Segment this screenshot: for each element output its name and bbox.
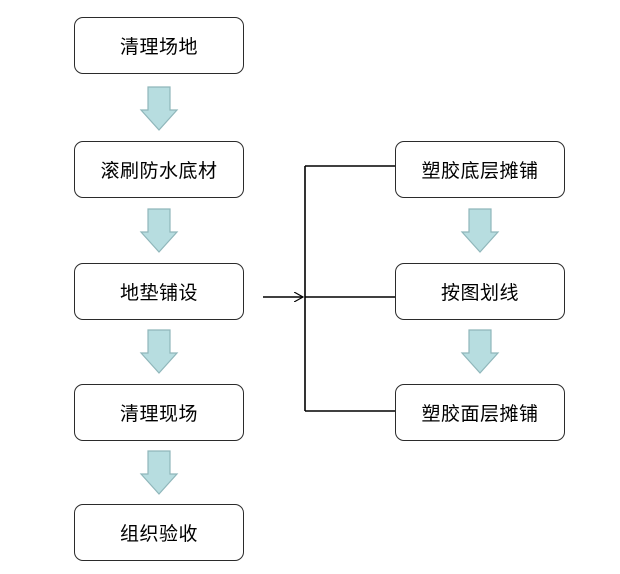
down-arrow-4-icon xyxy=(139,450,179,495)
down-arrow-3-icon xyxy=(139,329,179,374)
step-label: 地垫铺设 xyxy=(119,282,198,304)
down-arrow-5-icon xyxy=(460,208,500,253)
step-label: 组织验收 xyxy=(119,523,198,545)
substep-box-surface-layer: 塑胶面层摊铺 xyxy=(395,384,565,441)
substep-box-line-marking: 按图划线 xyxy=(395,263,565,320)
step-label: 清理场地 xyxy=(119,36,198,58)
substep-label: 塑胶底层摊铺 xyxy=(421,160,539,182)
down-arrow-1-icon xyxy=(139,86,179,131)
down-arrow-6-icon xyxy=(460,329,500,374)
step-box-mat-laying: 地垫铺设 xyxy=(74,263,244,320)
step-box-waterproof-primer: 滚刷防水底材 xyxy=(74,141,244,198)
step-label: 滚刷防水底材 xyxy=(100,160,218,182)
down-arrow-2-icon xyxy=(139,208,179,253)
step-box-acceptance: 组织验收 xyxy=(74,504,244,561)
step-label: 清理现场 xyxy=(119,403,198,425)
substep-label: 塑胶面层摊铺 xyxy=(421,403,539,425)
step-box-clean-up: 清理现场 xyxy=(74,384,244,441)
step-box-clean-site: 清理场地 xyxy=(74,17,244,74)
substep-label: 按图划线 xyxy=(440,282,519,304)
substep-box-base-layer: 塑胶底层摊铺 xyxy=(395,141,565,198)
